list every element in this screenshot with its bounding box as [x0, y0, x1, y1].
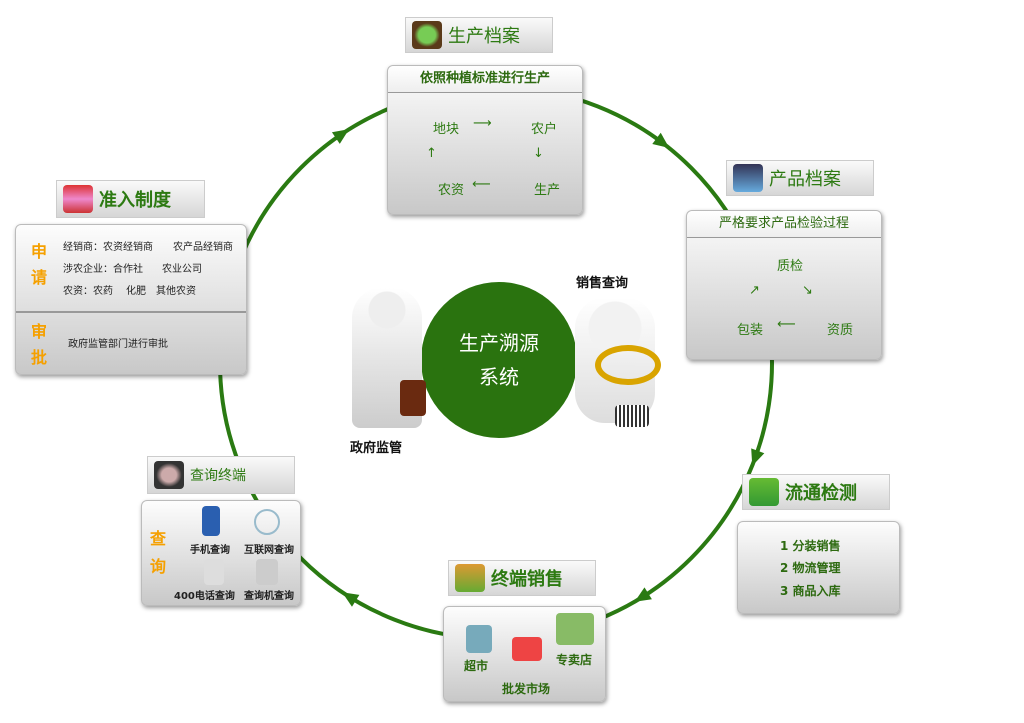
arrow-down-right-icon: ↘ [802, 283, 813, 298]
node-packaging: 包装 [737, 323, 764, 338]
ring-arrowhead-icon [342, 592, 360, 607]
magnifier-icon [595, 345, 661, 385]
node-produce: 生产 [534, 183, 561, 198]
approve-label: 审批 [31, 322, 48, 367]
terminal-sales-title: 终端销售 [491, 569, 563, 590]
phone-person-icon [204, 559, 224, 585]
product-header: 严格要求产品检验过程 [687, 211, 881, 238]
ring-arrowhead-icon [331, 129, 350, 144]
approve-text: 政府监管部门进行审批 [68, 339, 168, 350]
apply-line: 农资：农药 [63, 286, 113, 297]
circulation-card: 1 分装销售 2 物流管理 3 商品入库 [737, 521, 900, 614]
supermarket-icon [466, 625, 492, 653]
query-hotline: 400电话查询 [174, 591, 235, 602]
query-mobile: 手机查询 [190, 545, 230, 556]
circulation-item: 2 物流管理 [780, 561, 841, 575]
growth-chart-icon [455, 564, 485, 592]
shop-icon [556, 613, 594, 645]
product-tab[interactable]: 产品档案 [726, 160, 874, 196]
arrow-up-icon: ↑ [426, 146, 437, 161]
node-plot: 地块 [433, 122, 460, 137]
arrow-down-icon: ↓ [533, 146, 544, 161]
barcode-magnifier-icon [254, 509, 280, 535]
briefcase-icon [400, 380, 426, 416]
production-tab[interactable]: 生产档案 [405, 17, 553, 53]
apply-line: 农业公司 [162, 264, 202, 275]
query-side-label: 查询 [150, 529, 167, 576]
terminal-sales-card: 超市 专卖店 批发市场 [443, 606, 606, 702]
arrow-up-right-icon: ↗ [749, 283, 760, 298]
circulation-tab[interactable]: 流通检测 [742, 474, 890, 510]
ring-arrowhead-icon [751, 448, 765, 466]
outlet-supermarket: 超市 [464, 659, 489, 673]
apply-line: 涉农企业：合作社 [63, 264, 143, 275]
person-magnifier-icon [154, 461, 184, 489]
arrow-left-icon: ⟵ [472, 177, 491, 192]
apply-label: 申请 [31, 242, 48, 287]
divider [16, 311, 246, 313]
apply-line: 经销商：农资经销商 [63, 242, 153, 253]
node-inspection: 质检 [777, 259, 804, 274]
truck-icon [749, 478, 779, 506]
apply-line: 农产品经销商 [173, 242, 233, 253]
query-terminal-title: 查询终端 [190, 468, 246, 484]
outlet-wholesale-market: 批发市场 [502, 682, 551, 696]
access-tab[interactable]: 准入制度 [56, 180, 205, 218]
mobile-phone-icon [202, 506, 220, 536]
market-stall-icon [512, 637, 542, 661]
ring-arrowhead-icon [634, 587, 652, 602]
query-terminal-card: 查询 手机查询 互联网查询 400电话查询 查询机查询 [141, 500, 301, 606]
query-terminal-tab[interactable]: 查询终端 [147, 456, 295, 494]
production-card: 依照种植标准进行生产 地块 农户 生产 农资 ⟶ ↓ ⟵ ↑ [387, 65, 583, 215]
query-internet: 互联网查询 [244, 545, 294, 556]
gov-label: 政府监管 [350, 441, 403, 456]
apply-line: 其他农资 [156, 286, 196, 297]
arrow-right-icon: ⟶ [473, 116, 492, 131]
qr-code-icon [615, 405, 649, 427]
books-icon [63, 185, 93, 213]
seedling-icon [412, 21, 442, 49]
node-qualification: 资质 [827, 323, 854, 338]
product-title: 产品档案 [769, 169, 841, 190]
center-title-2: 系统 [479, 365, 519, 389]
center-title-1: 生产溯源 [459, 331, 539, 355]
node-farmer: 农户 [531, 122, 558, 137]
production-header: 依照种植标准进行生产 [388, 66, 582, 93]
product-card: 严格要求产品检验过程 质检 资质 包装 ↘ ⟵ ↗ [686, 210, 882, 360]
center-system: 生产溯源 系统 [421, 282, 577, 438]
circulation-item: 3 商品入库 [780, 584, 841, 598]
apply-line: 化肥 [126, 286, 146, 297]
access-card: 申请 经销商：农资经销商 农产品经销商 涉农企业：合作社 农业公司 农资：农药 … [15, 224, 247, 375]
terminal-sales-tab[interactable]: 终端销售 [448, 560, 596, 596]
sales-label: 销售查询 [576, 276, 629, 291]
arrow-left-icon: ⟵ [777, 317, 796, 332]
query-kiosk: 查询机查询 [244, 591, 294, 602]
kiosk-person-icon [256, 559, 278, 585]
ring-arrowhead-icon [652, 132, 670, 148]
outlet-specialty-store: 专卖店 [556, 653, 593, 667]
circulation-item: 1 分装销售 [780, 539, 841, 553]
production-title: 生产档案 [448, 26, 520, 47]
circulation-title: 流通检测 [785, 483, 857, 504]
monitor-icon [733, 164, 763, 192]
access-title: 准入制度 [99, 190, 171, 211]
node-inputs: 农资 [438, 183, 465, 198]
